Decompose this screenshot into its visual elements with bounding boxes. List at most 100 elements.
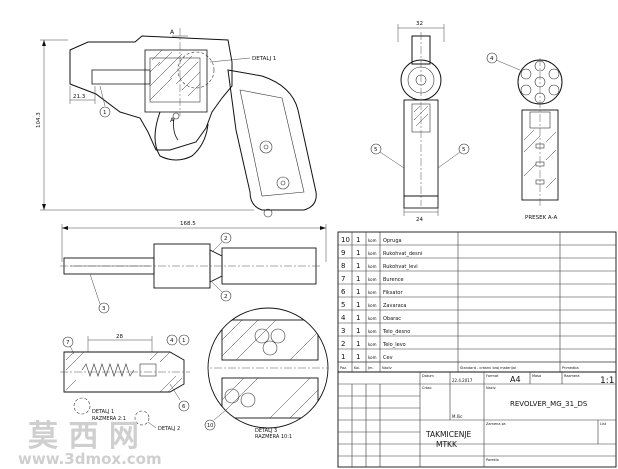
bom-header-pos: Poz. <box>340 366 347 370</box>
name-label: Naziv <box>486 386 496 390</box>
bom-cell-no: 4 <box>341 314 346 322</box>
bom-cell-qty: 1 <box>356 249 360 257</box>
top-balloon-top: 2 <box>224 236 228 242</box>
bom-cell-name: Rukohvat_levi <box>383 264 418 270</box>
section-mark-bottom: A <box>170 117 175 124</box>
bom-row: 9 1 kom Rukohvat_desni <box>338 249 616 259</box>
drawn-value: M.Ilic <box>452 414 462 419</box>
side-left-dimension: 21.3 <box>73 94 86 100</box>
bom-cell-no: 6 <box>341 288 346 296</box>
detail-2-balloon-6: 6 <box>182 404 186 410</box>
detail-3-title: DETALJ 3 <box>255 428 277 434</box>
section-mark-top: A <box>170 29 175 36</box>
section-balloon: 4 <box>490 56 494 62</box>
bom-cell-unit: kom <box>368 342 377 347</box>
bom-header-note: Primedba <box>562 366 579 370</box>
detail-3-view: 10 DETALJ 3 RAZMERA 10:1 <box>204 307 329 440</box>
bom-cell-no: 9 <box>341 249 345 257</box>
bom-header-name: Naziv <box>382 366 392 370</box>
detail-2-title: DETALJ 2 <box>158 426 180 432</box>
mass-label: Masa <box>532 374 541 378</box>
title-block: Format A4 Masa Razmera 1:1 Naziv REVOLVE… <box>337 371 617 468</box>
bom-cell-name: Burence <box>383 277 404 283</box>
detail-2-balloon-7: 7 <box>66 340 70 346</box>
bom-cell-qty: 1 <box>356 327 360 335</box>
bom-cell-name: Obarac <box>383 316 401 322</box>
date-label: Datum <box>422 374 434 378</box>
bom-cell-name: Zavaraca <box>383 303 406 309</box>
company-line-1: TAKMICENJE <box>425 430 472 439</box>
bom-cell-qty: 1 <box>356 340 360 348</box>
top-balloon-bottom: 2 <box>224 294 228 300</box>
bom-row: 5 1 kom Zavaraca <box>338 301 616 311</box>
detail-1-scale: RAZMERA 2:1 <box>92 416 126 422</box>
front-balloon-right: 5 <box>462 147 466 153</box>
top-view: 168.5 2 2 3 <box>60 221 327 314</box>
replaces-label: Zamena za <box>486 422 506 426</box>
bom-cell-qty: 1 <box>356 301 360 309</box>
detail-2-balloon-1: 1 <box>182 338 186 344</box>
top-balloon-left: 3 <box>102 306 106 312</box>
front-bottom-dimension: 24 <box>416 217 423 223</box>
side-balloon-1: 1 <box>103 110 107 116</box>
date-value: 22.4.2017 <box>452 378 473 383</box>
sheet-label: List <box>600 422 607 426</box>
format-label: Format <box>486 374 499 378</box>
drawn-label: Crtao <box>422 386 432 390</box>
watermark-url: www.3dmox.com <box>18 450 162 468</box>
bom-cell-no: 5 <box>341 301 345 309</box>
bom-row: 4 1 kom Obarac <box>338 314 616 324</box>
front-view: 32 24 5 5 <box>370 21 470 223</box>
section-aa-view: 4 PRESEK A-A <box>486 52 563 221</box>
scale-label: Razmera <box>564 374 579 378</box>
detail-3-scale: RAZMERA 10:1 <box>255 434 292 440</box>
bom-cell-unit: kom <box>368 355 377 360</box>
bom-cell-no: 3 <box>341 327 345 335</box>
bom-header-qty: Kol. <box>354 366 360 370</box>
bom-cell-name: Cev <box>383 355 393 361</box>
detail-2-dimension: 28 <box>116 334 123 340</box>
bom-cell-name: Rukohvat_desni <box>383 251 422 257</box>
front-width-dimension: 32 <box>416 21 423 27</box>
detail-2-view: 28 7 4 1 6 DETALJ 1 RAZMERA 2:1 DETALJ 2 <box>60 334 190 432</box>
bom-cell-qty: 1 <box>356 275 360 283</box>
bom-header-unit: Jm. <box>367 366 374 370</box>
bom-cell-qty: 1 <box>356 314 360 322</box>
bom-cell-no: 10 <box>341 236 350 244</box>
detail-1-title: DETALJ 1 <box>92 409 114 415</box>
bom-row: 7 1 kom Burence <box>338 275 616 285</box>
top-length-dimension: 168.5 <box>180 221 196 227</box>
front-balloon-left: 5 <box>374 147 378 153</box>
bom-cell-qty: 1 <box>356 262 360 270</box>
origin-label: Poreklo <box>486 458 499 462</box>
bom-cell-no: 7 <box>341 275 345 283</box>
bom-cell-unit: kom <box>368 251 377 256</box>
side-detail-label: DETALJ 1 <box>252 56 276 62</box>
side-height-dimension: 104.3 <box>36 112 42 128</box>
bom-cell-qty: 1 <box>356 236 360 244</box>
watermark-logo: 莫 西 网 <box>28 419 139 454</box>
bom-cell-unit: kom <box>368 316 377 321</box>
bom-cell-name: Opruga <box>383 238 402 244</box>
drawing-name: REVOLVER_MG_31_DS <box>510 400 588 408</box>
bom-cell-unit: kom <box>368 329 377 334</box>
bom-cell-qty: 1 <box>356 353 360 361</box>
bom-cell-unit: kom <box>368 277 377 282</box>
bom-cell-no: 1 <box>341 353 345 361</box>
bom-cell-no: 2 <box>341 340 345 348</box>
watermark: 莫 西 网 www.3dmox.com <box>18 419 162 468</box>
bom-cell-name: Telo_desno <box>382 329 410 335</box>
bom-cell-unit: kom <box>368 303 377 308</box>
bom-row: 3 1 kom Telo_desno <box>338 327 616 337</box>
side-view: A A DETALJ 1 104.3 21.3 1 <box>36 28 317 218</box>
detail-3-balloon: 10 <box>207 423 213 429</box>
format-value: A4 <box>510 375 521 384</box>
bom-cell-qty: 1 <box>356 288 360 296</box>
bom-cell-no: 8 <box>341 262 345 270</box>
